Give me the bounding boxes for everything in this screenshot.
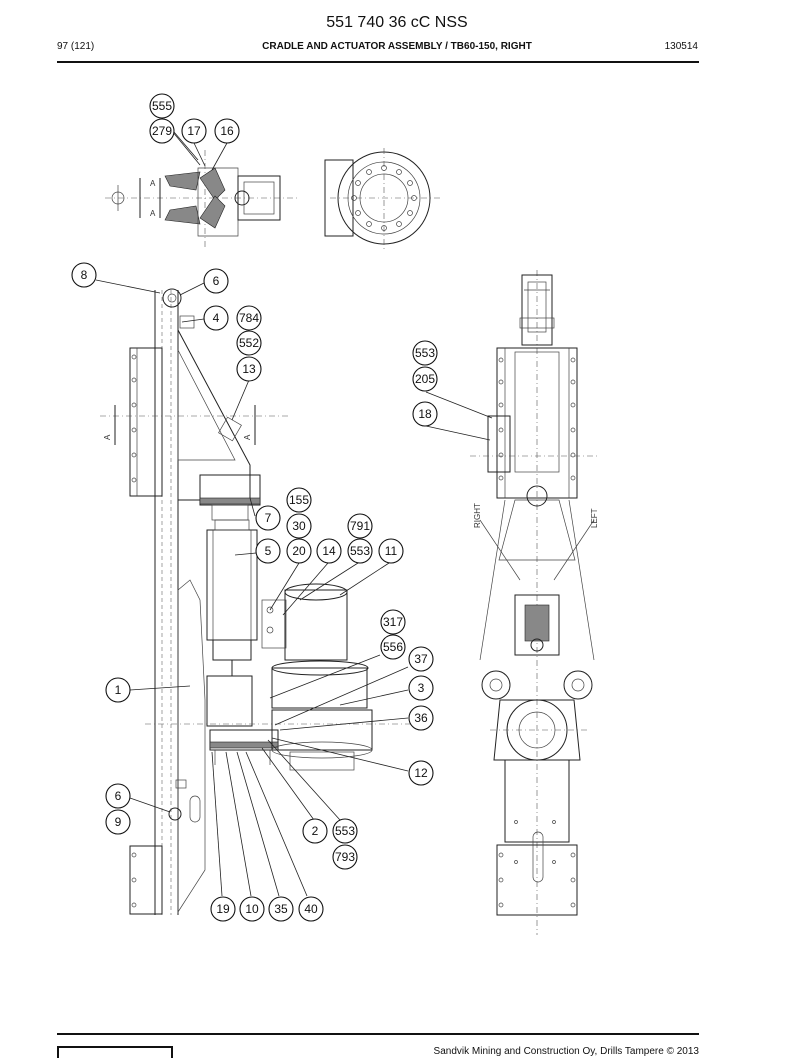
left-side-label: LEFT <box>590 508 599 528</box>
svg-text:205: 205 <box>415 372 435 386</box>
callout-12: 12 <box>408 760 434 786</box>
section-a-marker: A <box>103 434 112 440</box>
svg-text:793: 793 <box>335 850 355 864</box>
svg-text:11: 11 <box>385 544 398 558</box>
svg-text:36: 36 <box>414 711 428 725</box>
callout-317: 317 <box>380 609 406 635</box>
callout-552: 552 <box>236 330 262 356</box>
svg-text:5: 5 <box>265 544 272 558</box>
svg-text:10: 10 <box>245 902 259 916</box>
svg-text:3: 3 <box>418 681 425 695</box>
svg-text:37: 37 <box>414 652 428 666</box>
callout-35: 35 <box>268 896 294 922</box>
callout-30: 30 <box>286 513 312 539</box>
header-rule <box>57 61 699 63</box>
callout-6-upper: 6 <box>203 268 229 294</box>
callout-279: 279 <box>149 118 175 144</box>
callout-556: 556 <box>380 634 406 660</box>
svg-text:40: 40 <box>304 902 318 916</box>
top-section-view: A A <box>105 148 440 250</box>
callout-37: 37 <box>408 646 434 672</box>
svg-text:9: 9 <box>115 815 122 829</box>
svg-text:17: 17 <box>187 124 201 138</box>
callout-1: 1 <box>105 677 131 703</box>
section-a-marker: A <box>243 434 252 440</box>
callout-784: 784 <box>236 305 262 331</box>
svg-text:7: 7 <box>265 511 272 525</box>
svg-text:2: 2 <box>312 824 319 838</box>
svg-text:19: 19 <box>216 902 230 916</box>
footer-copyright: Sandvik Mining and Construction Oy, Dril… <box>433 1046 699 1057</box>
svg-text:317: 317 <box>383 615 403 629</box>
side-view: A A <box>100 288 420 915</box>
svg-text:30: 30 <box>292 519 306 533</box>
svg-text:8: 8 <box>81 268 88 282</box>
callout-4: 4 <box>203 305 229 331</box>
svg-text:20: 20 <box>292 544 306 558</box>
drawing-title: CRADLE AND ACTUATOR ASSEMBLY / TB60-150,… <box>262 41 532 52</box>
callout-19: 19 <box>210 896 236 922</box>
callout-10: 10 <box>239 896 265 922</box>
leader-lines <box>95 117 493 897</box>
svg-text:555: 555 <box>152 99 172 113</box>
callout-18: 18 <box>412 401 438 427</box>
callout-9: 9 <box>105 809 131 835</box>
callout-553-middle: 553 <box>347 538 373 564</box>
callout-20: 20 <box>286 538 312 564</box>
svg-text:1: 1 <box>115 683 122 697</box>
svg-text:35: 35 <box>274 902 288 916</box>
callout-16: 16 <box>214 118 240 144</box>
svg-text:13: 13 <box>242 362 256 376</box>
svg-text:552: 552 <box>239 336 259 350</box>
callout-791: 791 <box>347 513 373 539</box>
section-a-marker: A <box>150 179 156 188</box>
callout-8: 8 <box>71 262 97 288</box>
callout-11: 11 <box>378 538 404 564</box>
footer-rule <box>57 1033 699 1035</box>
svg-text:18: 18 <box>418 407 432 421</box>
svg-text:16: 16 <box>220 124 234 138</box>
right-side-label: RIGHT <box>473 503 482 528</box>
callout-36: 36 <box>408 705 434 731</box>
callout-2: 2 <box>302 818 328 844</box>
callout-13: 13 <box>236 356 262 382</box>
callout-155: 155 <box>286 487 312 513</box>
front-view: RIGHT LEFT <box>470 270 600 935</box>
callout-5: 5 <box>255 538 281 564</box>
svg-text:553: 553 <box>350 544 370 558</box>
page-number: 97 (121) <box>57 41 95 52</box>
brand-logo <box>57 1046 173 1058</box>
callout-7: 7 <box>255 505 281 531</box>
svg-text:279: 279 <box>152 124 172 138</box>
callout-6-lower: 6 <box>105 783 131 809</box>
svg-text:4: 4 <box>213 311 220 325</box>
callout-3: 3 <box>408 675 434 701</box>
svg-text:12: 12 <box>414 766 428 780</box>
callout-793: 793 <box>332 844 358 870</box>
callout-555: 555 <box>149 93 175 119</box>
page-title: 551 740 36 cC NSS <box>326 14 468 31</box>
svg-text:6: 6 <box>115 789 122 803</box>
svg-text:6: 6 <box>213 274 220 288</box>
svg-text:784: 784 <box>239 311 259 325</box>
svg-text:556: 556 <box>383 640 403 654</box>
svg-text:155: 155 <box>289 493 309 507</box>
svg-text:553: 553 <box>335 824 355 838</box>
callout-14: 14 <box>316 538 342 564</box>
section-a-marker: A <box>150 209 156 218</box>
svg-text:14: 14 <box>322 544 336 558</box>
callout-553-upper: 553 <box>412 340 438 366</box>
callout-205: 205 <box>412 366 438 392</box>
callout-553-lower: 553 <box>332 818 358 844</box>
svg-text:553: 553 <box>415 346 435 360</box>
callout-17: 17 <box>181 118 207 144</box>
callout-40: 40 <box>298 896 324 922</box>
drawing-code: 130514 <box>664 41 698 52</box>
svg-text:791: 791 <box>350 519 370 533</box>
